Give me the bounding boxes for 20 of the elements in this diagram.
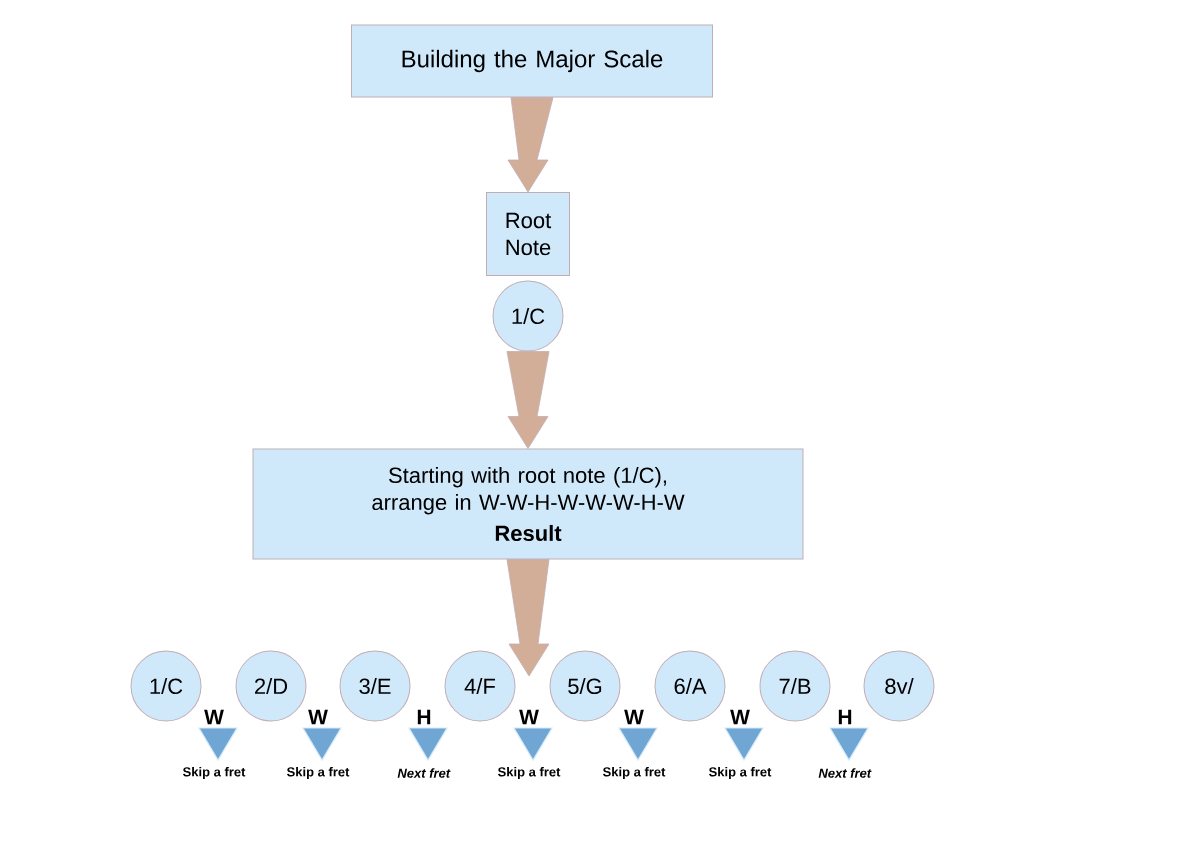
block-arrow <box>506 351 550 449</box>
fret-note: Skip a fret <box>286 766 350 780</box>
node-label: W <box>519 709 539 725</box>
process-box: Starting with root note (1/C), arrange in W-W-H-W-W-W-H-W Result <box>252 448 804 560</box>
fret-note: Skip a fret <box>602 766 666 780</box>
fret-note: Skip a fret <box>182 766 246 780</box>
node-label: W <box>730 709 750 725</box>
fret-note: Skip a fret <box>708 766 772 780</box>
node-label: W <box>204 709 224 725</box>
block-arrow <box>507 97 554 193</box>
process-box: Root Note <box>486 192 570 276</box>
node-label: W <box>308 709 328 725</box>
node-label: H <box>838 709 852 725</box>
fret-note: Next fret <box>397 768 451 778</box>
node-label: W <box>624 709 644 725</box>
process-box: Building the Major Scale <box>351 24 713 98</box>
fret-note: Next fret <box>818 768 872 778</box>
node-label: H <box>417 709 431 725</box>
block-arrow <box>506 559 550 677</box>
fret-note: Skip a fret <box>497 766 561 780</box>
